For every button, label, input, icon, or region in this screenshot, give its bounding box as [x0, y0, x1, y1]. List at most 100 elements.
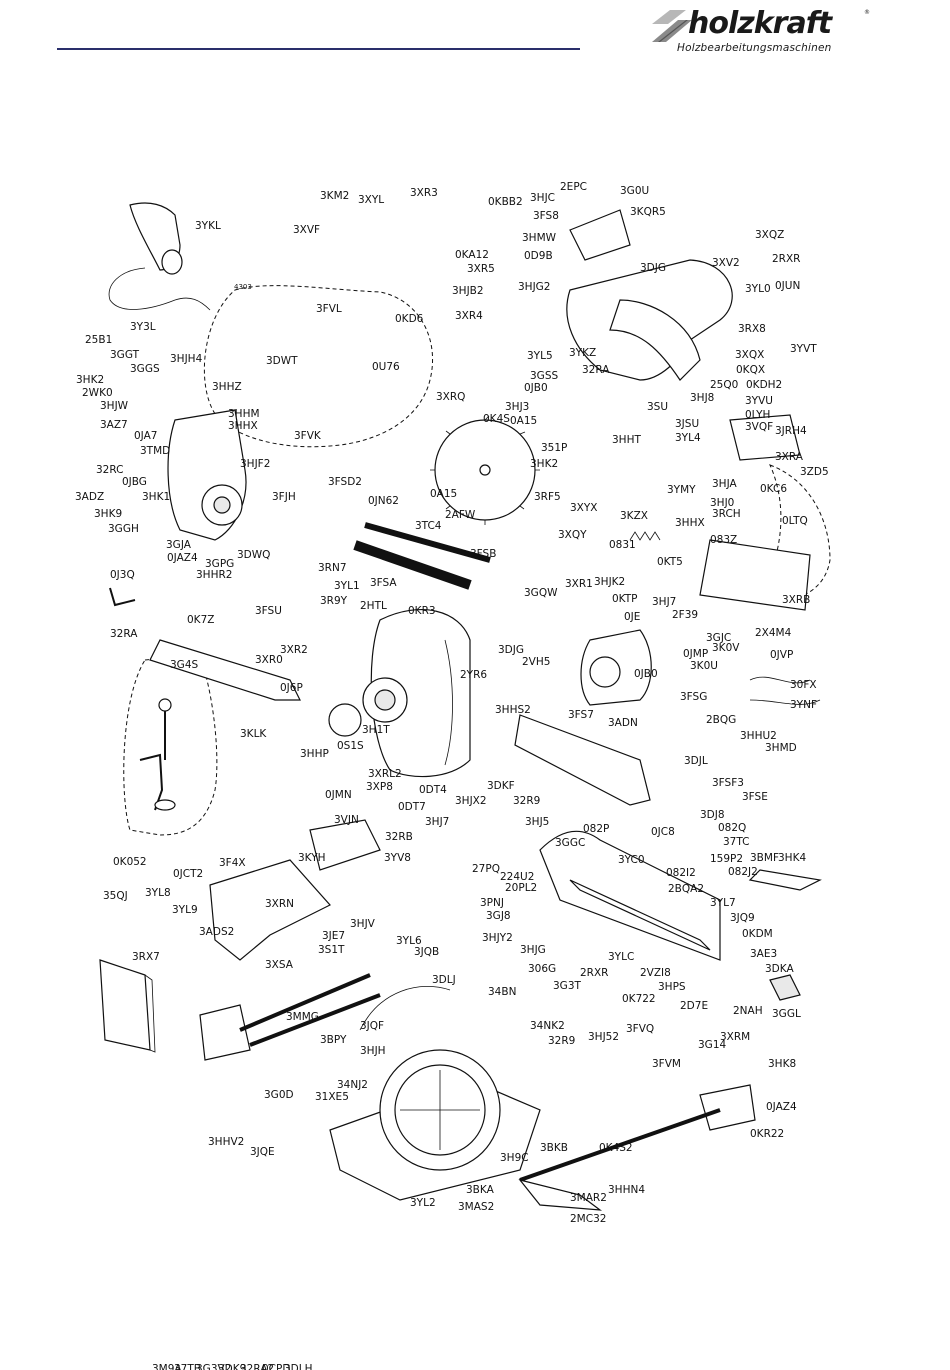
part-label: 31XE5: [315, 1091, 349, 1103]
part-label: 3BPY: [320, 1034, 347, 1046]
part-label: 0CPD: [262, 1363, 290, 1370]
part-label: 3KM2: [320, 190, 349, 202]
part-label: 32RA: [110, 628, 138, 640]
rail-upper: [353, 540, 472, 590]
part-label: 3G0D: [264, 1089, 294, 1101]
part-label: 3YL1: [334, 580, 360, 592]
part-label: 0JA7: [134, 430, 157, 442]
part-label: 0KC6: [760, 483, 787, 495]
rail-lower: [364, 522, 491, 563]
part-label: 0831: [609, 539, 636, 551]
part-label: 3K0U: [690, 660, 718, 672]
part-label: 3HJ8: [690, 392, 714, 404]
part-label: 3ZD5: [800, 466, 829, 478]
part-label: 3HHN4: [608, 1184, 645, 1196]
part-label: 2X4M4: [755, 627, 792, 639]
part-label: 3AZ7: [100, 419, 128, 431]
part-label: 2MC32: [570, 1213, 606, 1225]
part-label: 2YR6: [460, 669, 487, 681]
part-label: 0KD6: [395, 313, 424, 325]
part-label: 3YVT: [790, 343, 817, 355]
part-label: 3GJA: [166, 539, 192, 551]
part-label: 0JN62: [368, 495, 399, 507]
part-label: 0U76: [372, 361, 400, 373]
part-label: 3G0U: [620, 185, 649, 197]
part-label: 3TC4: [415, 520, 442, 532]
part-label: 3HK2: [76, 374, 104, 386]
part-label: 3DKF: [487, 780, 515, 792]
part-label: 37TC: [723, 836, 750, 848]
part-label: 3H1T: [362, 724, 390, 736]
part-label: 351P: [541, 442, 567, 454]
part-label: 3FS8: [533, 210, 559, 222]
part-label: 3HJ3: [505, 401, 529, 413]
part-label: 3XR2: [280, 644, 308, 656]
part-label: 34NK2: [530, 1020, 565, 1032]
extension-left: [199, 1004, 251, 1061]
part-label: 0LYH: [745, 409, 770, 421]
part-label: 2VZI8: [640, 967, 671, 979]
part-label: 3MAR2: [570, 1192, 607, 1204]
part-label: 3XV2: [712, 257, 740, 269]
part-label: 0KT5: [657, 556, 683, 568]
part-label: 3KQR5: [630, 206, 666, 218]
part-label: 3RN7: [318, 562, 347, 574]
part-label: 0JC8: [651, 826, 675, 838]
part-label: 32R9: [513, 795, 540, 807]
part-label: 3HK8: [768, 1058, 796, 1070]
part-label: 32RA: [582, 364, 610, 376]
part-label: 3HJY2: [482, 932, 513, 944]
part-label: 3GJ8: [486, 910, 511, 922]
part-label: 3GGS: [130, 363, 160, 375]
part-label: 0JMN: [325, 789, 352, 801]
part-label: 3ADN: [608, 717, 638, 729]
part-label: 0JB0: [524, 382, 548, 394]
part-label: 3FJH: [272, 491, 296, 503]
part-label: 224U2: [500, 871, 534, 883]
part-label: 3BMF: [750, 852, 779, 864]
part-label: 3Y3L: [130, 321, 156, 333]
registered-mark-icon: ®: [864, 9, 870, 16]
part-label: 3HJG: [520, 944, 546, 956]
part-label: 0JB0: [634, 668, 658, 680]
part-label: 3JQ9: [730, 912, 755, 924]
part-label: 3HK1: [142, 491, 170, 503]
part-label: 2F39: [672, 609, 698, 621]
part-label: 2RXR: [580, 967, 608, 979]
part-label: 3HHX: [675, 517, 705, 529]
part-label: 082P: [583, 823, 609, 835]
part-label: 3FSG: [680, 691, 707, 703]
part-label: 32RA2: [240, 1363, 274, 1370]
part-label: 3YVU: [745, 395, 773, 407]
part-label: 2VH5: [522, 656, 550, 668]
part-label: 3PNJ: [480, 897, 504, 909]
part-label: 3YL8: [145, 887, 171, 899]
group-outline-upper: [203, 285, 434, 448]
guide-bar: [514, 714, 651, 806]
part-label: 3GGC: [555, 837, 585, 849]
part-label: 0S1S: [337, 740, 364, 752]
part-label: 3HJF2: [240, 458, 270, 470]
part-label: 3TMD: [140, 445, 170, 457]
part-label: 3XR5: [467, 263, 495, 275]
extension-right: [699, 1084, 756, 1131]
part-label: 3HMW: [522, 232, 557, 244]
part-label: 32RB: [385, 831, 413, 843]
part-label: 25Q0: [710, 379, 738, 391]
part-label: 3HK9: [94, 508, 122, 520]
part-label: 3K0V: [712, 642, 740, 654]
part-label: 3AE3: [750, 948, 777, 960]
part-label: 3YMY: [667, 484, 696, 496]
part-label: 0KR22: [750, 1128, 784, 1140]
part-label: 3XR0: [255, 654, 283, 666]
lever: [748, 869, 822, 891]
part-label: 27PQ: [472, 863, 500, 875]
part-label: 3G3V2: [196, 1363, 231, 1370]
part-label: 0KDH2: [746, 379, 782, 391]
part-label: 3G3T: [553, 980, 581, 992]
part-label: 3JQE: [250, 1146, 275, 1158]
part-label: 3VQF: [745, 421, 773, 433]
part-label: 3HJX2: [455, 795, 487, 807]
